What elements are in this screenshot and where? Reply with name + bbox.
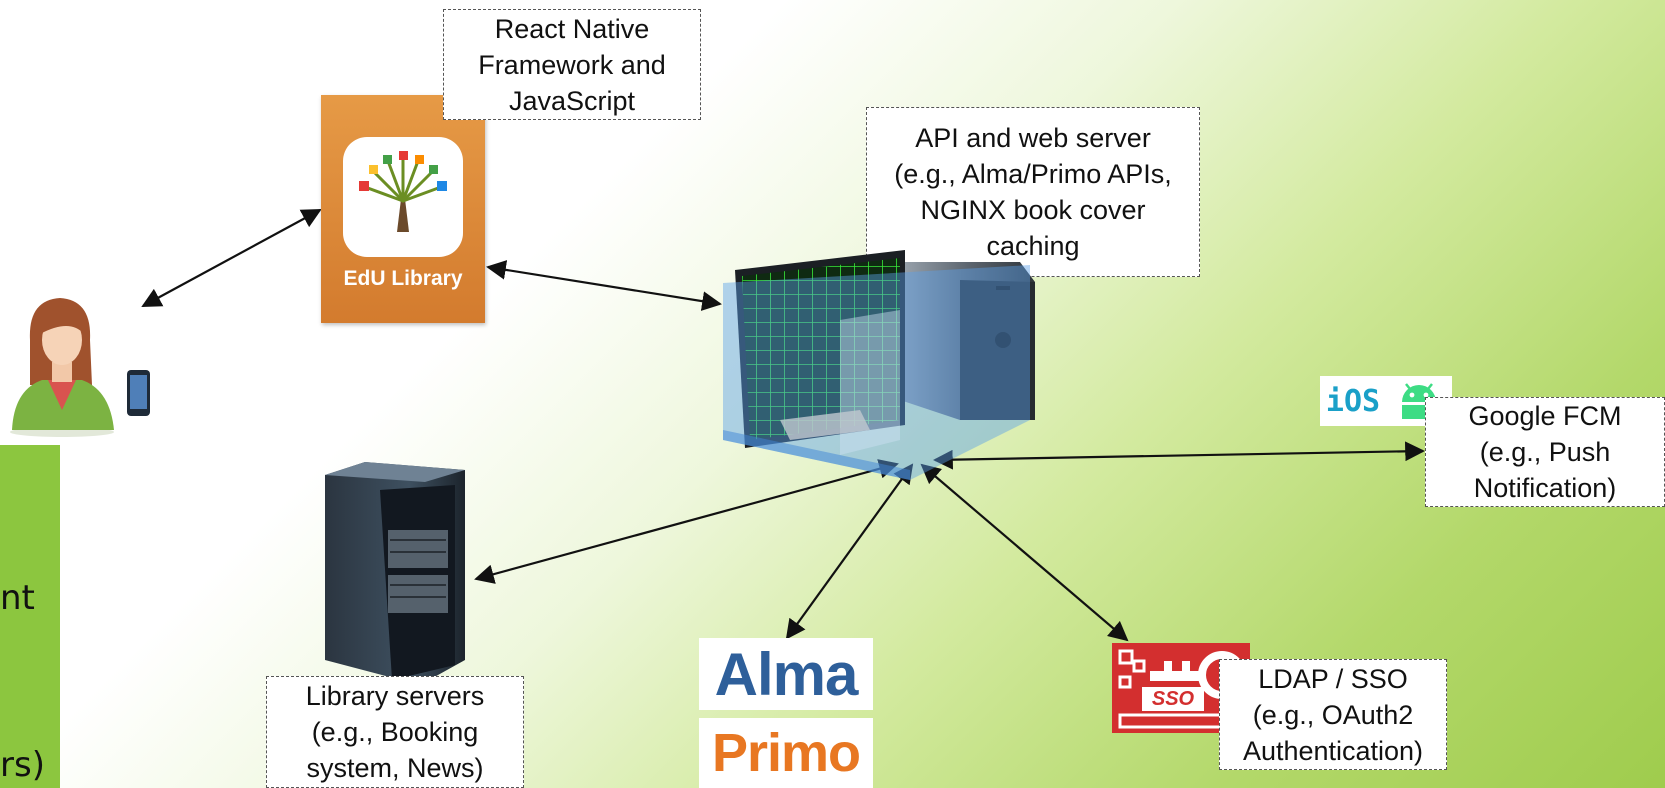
arrow-server-alma [785, 463, 914, 640]
api-line-1: API and web server [915, 123, 1151, 153]
arrow-app-server [486, 260, 722, 311]
primo-logo: Primo [699, 718, 873, 788]
fcm-line-1: Google FCM [1468, 401, 1622, 431]
side-panel [0, 445, 60, 788]
react-line-1: React Native [494, 13, 650, 44]
ios-logo: iOS [1320, 376, 1386, 426]
ldap-sso-label: LDAP / SSO (e.g., OAuth2 Authentication) [1219, 659, 1447, 770]
library-line-1: Library servers [305, 681, 485, 711]
react-native-label: React Native Framework and JavaScript [443, 9, 701, 120]
react-line-3: JavaScript [508, 85, 636, 116]
library-line-2: (e.g., Booking [311, 717, 479, 747]
sso-logo-text: SSO [1151, 688, 1195, 710]
fcm-line-2: (e.g., Push [1479, 437, 1611, 467]
alma-logo-text: Alma [714, 640, 859, 708]
arrow-user-app [141, 209, 322, 307]
alma-logo: Alma [699, 638, 873, 710]
library-line-3: system, News) [306, 753, 484, 783]
tree-logo-icon [343, 137, 463, 257]
ldap-line-2: (e.g., OAuth2 [1252, 699, 1414, 730]
fcm-line-3: Notification) [1473, 473, 1617, 503]
library-servers-label: Library servers (e.g., Booking system, N… [266, 676, 524, 788]
side-panel-fragment-1: nt [0, 578, 35, 618]
api-server-label: API and web server (e.g., Alma/Primo API… [866, 107, 1200, 277]
ios-logo-text: iOS [1325, 383, 1381, 419]
primo-logo-text: Primo [711, 723, 861, 783]
api-line-4: caching [986, 231, 1080, 261]
ldap-line-1: LDAP / SSO [1258, 663, 1408, 694]
react-line-2: Framework and [478, 49, 666, 80]
app-icon-label: EdU Library [343, 267, 463, 290]
side-panel-fragment-2: rs) [0, 745, 45, 785]
arrow-server-fcm [933, 441, 1425, 470]
google-fcm-label: Google FCM (e.g., Push Notification) [1425, 397, 1665, 507]
ldap-line-3: Authentication) [1242, 735, 1424, 766]
app-icon[interactable]: EdU Library [321, 95, 485, 323]
api-line-3: NGINX book cover [920, 195, 1146, 225]
api-line-2: (e.g., Alma/Primo APIs, [894, 159, 1172, 189]
arrow-server-sso [920, 463, 1129, 642]
